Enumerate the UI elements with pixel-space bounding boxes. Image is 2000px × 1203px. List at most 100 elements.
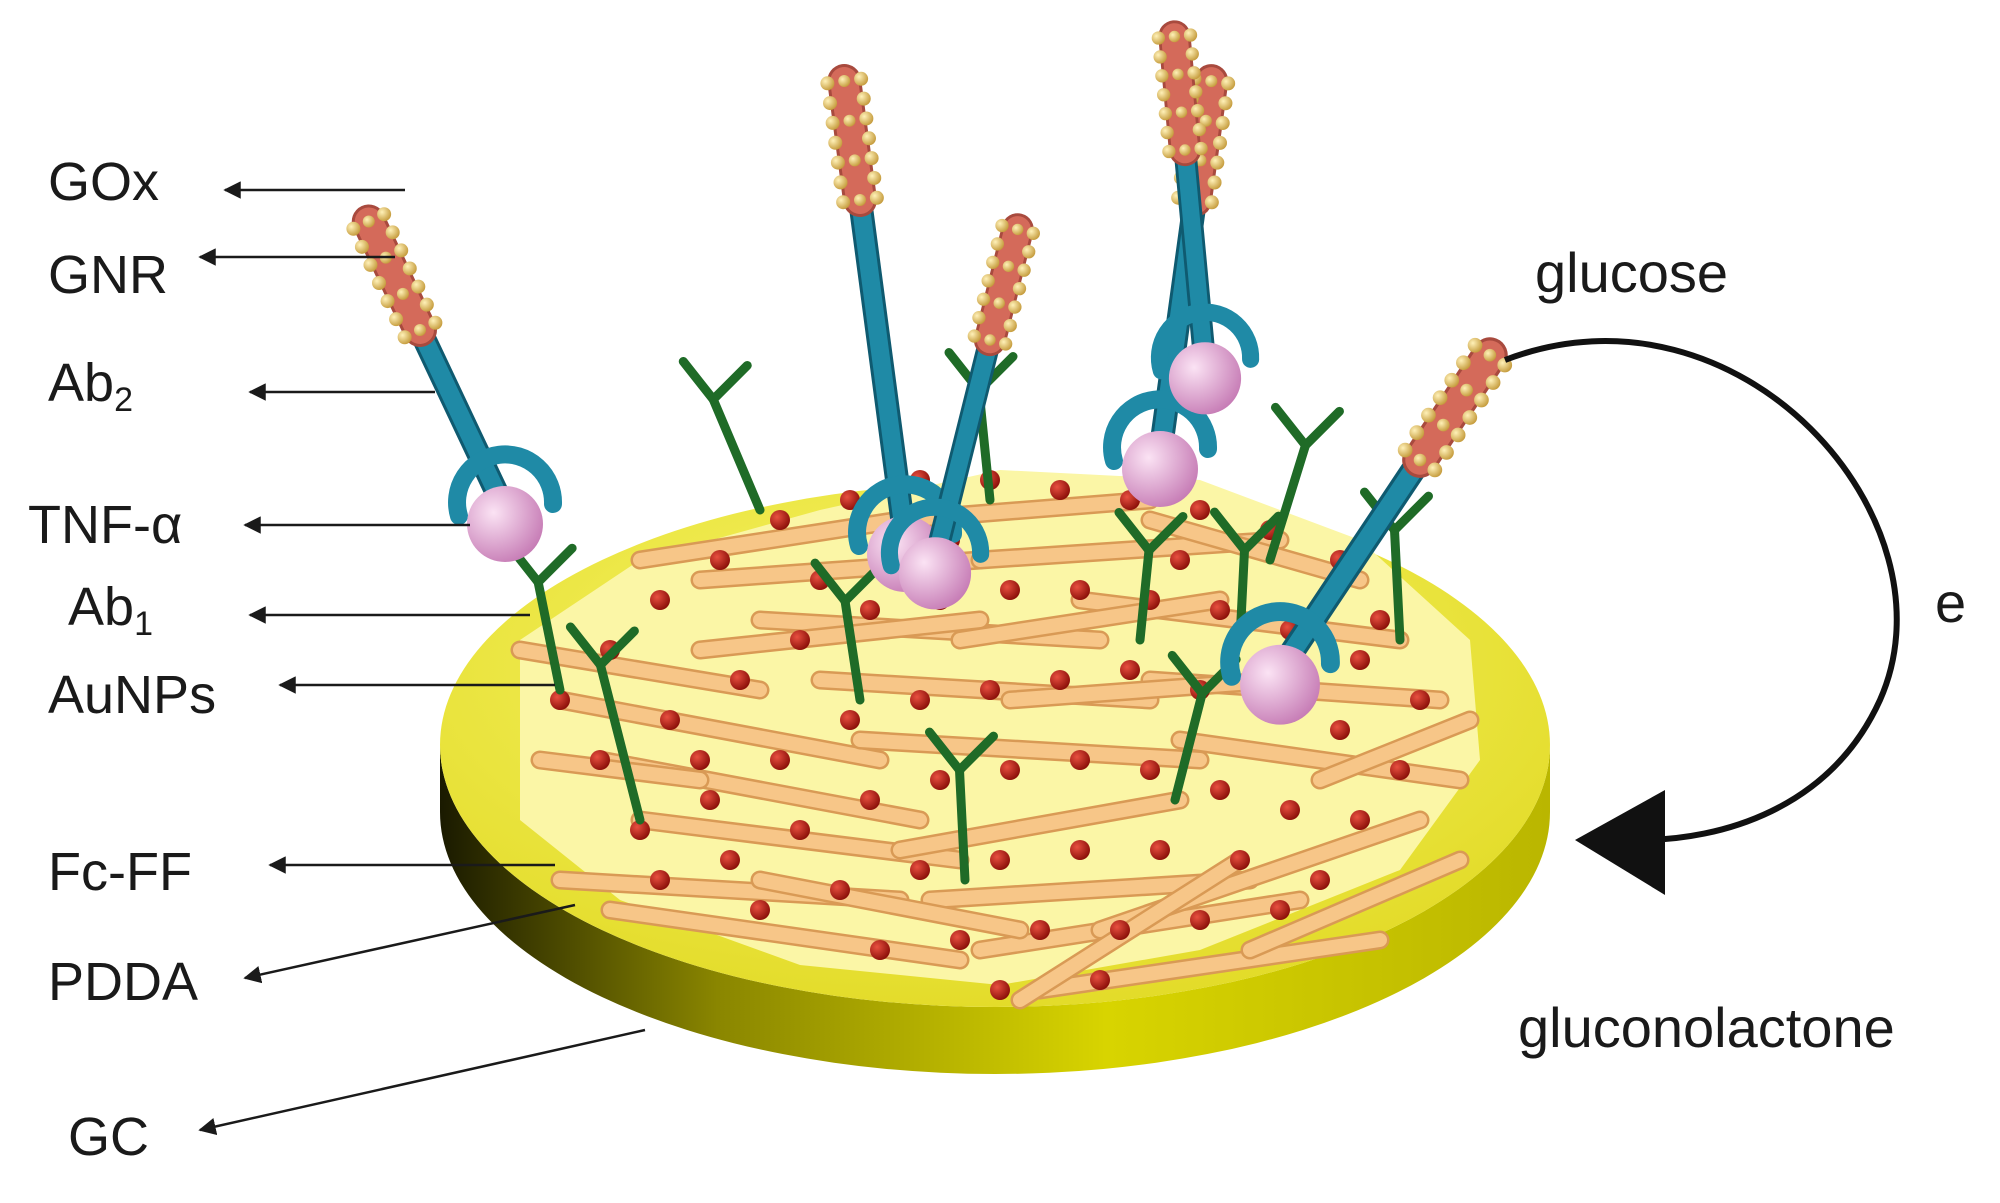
gold-nanoparticle [770,510,790,530]
gold-nanoparticle [550,690,570,710]
gox-enzyme-bead [1172,68,1184,81]
gox-enzyme-bead [1485,375,1501,390]
label-electron: e [1935,571,1967,634]
ab1-arm-right [1144,511,1188,555]
gox-enzyme-bead [354,239,369,254]
label-pdda: PDDA [48,952,199,1012]
nanofiber [1313,713,1477,787]
gox-enzyme-bead [823,96,838,111]
gold-nanoparticle [1000,760,1020,780]
ab1-stem [840,596,865,705]
gold-nanoparticle [1000,580,1020,600]
ab1-stem [1170,688,1207,805]
gox-enzyme-bead [346,221,361,236]
gox-enzyme-bead [1194,141,1208,156]
gold-nanoparticle [980,680,1000,700]
gox-enzyme-bead [854,194,866,206]
gox-enzyme-bead [396,287,409,300]
nanofiber [533,753,707,787]
gold-nanoparticle [1390,760,1410,780]
gold-nanoparticle [990,850,1010,870]
ab1-antibody [678,356,765,515]
tnf-alpha-antigen [898,537,972,610]
gold-nanoparticle [1270,900,1290,920]
ab1-antibody [1114,507,1188,645]
label-gluconolactone: gluconolactone [1518,996,1895,1059]
ab1-stem [595,660,645,825]
gox-enzyme-bead [1199,114,1212,127]
gnr-rod [1405,340,1505,475]
gox-enzyme-bead [1462,410,1478,425]
gox-enzyme-bead [1160,125,1174,140]
gold-nanoparticle [1030,920,1050,940]
gox-enzyme-bead [1413,453,1427,467]
gox-enzyme-bead [843,114,856,127]
gox-enzyme-bead [362,215,375,228]
gold-nanoparticle [990,980,1010,1000]
gox-enzyme-bead [380,294,395,309]
gold-nanoparticle [1310,870,1330,890]
gox-enzyme-bead [1008,300,1022,314]
gox-enzyme-bead [1153,50,1167,64]
label-ab1: Ab1 [68,580,153,641]
ab1-arm-right [533,543,577,587]
gox-enzyme-bead [981,274,995,288]
cycle-curve [1503,338,1900,843]
gold-nanoparticle [1070,580,1090,600]
gold-nanoparticle [1170,550,1190,570]
ab1-stem [708,394,765,515]
gox-enzyme-bead [1218,96,1233,111]
ab2-stalk [926,331,999,569]
gold-nanoparticle [660,710,680,730]
gold-nanoparticle [840,490,860,510]
gold-nanoparticle [910,690,930,710]
cycle-arrowhead [1575,790,1665,895]
ab2-binding-cup [1220,602,1340,686]
gox-enzyme-bead [1022,245,1036,259]
nanofiber [1243,853,1467,957]
gold-nanoparticle [1150,840,1170,860]
gox-enzyme-bead [1474,392,1489,408]
nanofiber [693,613,987,657]
ab2-binding-cup [1150,303,1260,380]
gold-nanoparticle [1280,800,1300,820]
gox-enzyme-bead [1221,76,1236,91]
gold-nanoparticle [1210,600,1230,620]
sandwich-complexes [346,20,1513,725]
gox-enzyme-bead [372,276,387,291]
label-ab1-sub: 1 [134,605,153,643]
nanofiber [893,793,1187,857]
nanofiber [513,643,767,697]
gold-nanoparticle [1350,810,1370,830]
gold-nanoparticle [1350,650,1370,670]
ab1-arm-left [565,622,605,670]
gox-enzyme-bead [856,91,871,106]
sandwich-complex [346,204,563,562]
gold-nanoparticle [1410,690,1430,710]
gox-enzyme-bead [1460,383,1473,397]
gox-enzyme-bead [1204,195,1219,210]
nanofiber [953,593,1227,647]
nanofiber [753,873,1027,937]
gold-nanoparticle [1330,720,1350,740]
label-fcff: Fc-FF [48,842,192,902]
gox-enzyme-bead [1168,30,1181,43]
nanofiber [1143,513,1367,587]
gox-enzyme-bead [990,237,1005,251]
ab2-stalk [1270,450,1430,680]
pdda-leader [243,903,576,984]
gox-enzyme-bead [1175,106,1188,118]
gox-enzyme-bead [861,131,876,146]
gc-leader [198,1028,646,1136]
gox-enzyme-bead [864,151,879,166]
tnf-alpha-antigen [467,486,543,562]
ab2-binding-cup [448,445,563,525]
gox-enzyme-bead [1162,144,1176,159]
ab2-binding-cup [1103,390,1218,470]
gold-nanoparticle [1190,910,1210,930]
gox-enzyme-bead [363,257,378,272]
gox-enzyme-bead [1155,69,1169,83]
gox-enzyme-bead [1151,31,1166,45]
gox-enzyme-bead [820,76,835,91]
gold-nanoparticle [1370,610,1390,630]
